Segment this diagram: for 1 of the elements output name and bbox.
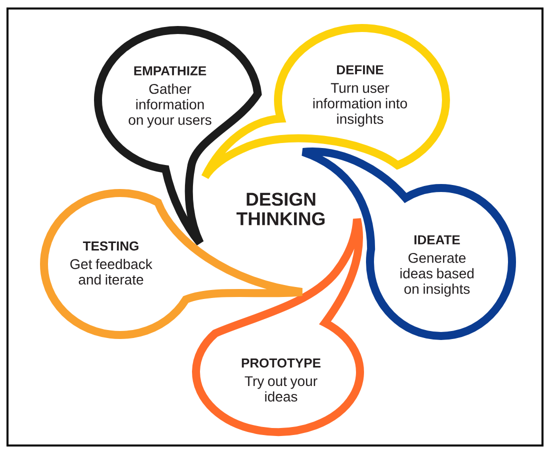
title: DESIGN THINKING bbox=[236, 192, 325, 226]
